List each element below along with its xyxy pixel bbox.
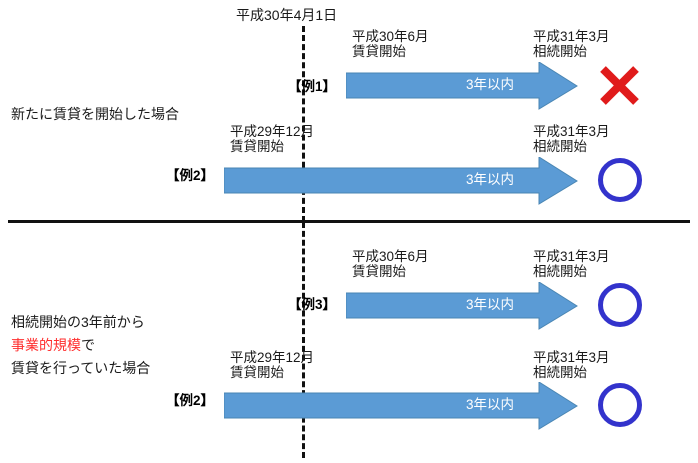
circle-mark <box>598 158 642 202</box>
row-1-end-label-line2: 相続開始 <box>533 44 587 59</box>
section-business-scale-caption-line1: 相続開始の3年前から <box>11 314 145 330</box>
business-scale-emphasis-tail: で <box>81 337 95 353</box>
row-1-start-label-line2: 賃貸開始 <box>352 44 406 59</box>
row-1-end-label-line1: 平成31年3月 <box>533 29 610 44</box>
business-scale-emphasis: 事業的規模 <box>11 337 81 353</box>
row-4-end-label-line2: 相続開始 <box>533 365 587 380</box>
row-2-duration-arrow <box>224 157 578 205</box>
section-divider <box>8 220 690 223</box>
row-4-start-label-line1: 平成29年12月 <box>230 350 315 365</box>
row-4-duration-arrow <box>224 382 578 430</box>
row-1-case-label: 【例1】 <box>288 79 337 94</box>
row-3-start-label-line2: 賃貸開始 <box>352 264 406 279</box>
row-4-duration-label: 3年以内 <box>466 397 515 412</box>
row-4-case-label: 【例2】 <box>166 393 215 408</box>
row-1-start-label-line1: 平成30年6月 <box>352 29 429 44</box>
section-business-scale-caption-line3: 賃貸を行っていた場合 <box>11 360 151 376</box>
circle-mark <box>598 283 642 327</box>
row-3-case-label: 【例3】 <box>288 297 337 312</box>
reference-dashed-line-bottom <box>302 222 305 458</box>
reference-dashed-line-top <box>302 26 305 222</box>
row-1-duration-label: 3年以内 <box>466 77 515 92</box>
row-3-duration-arrow <box>346 282 578 330</box>
row-4-start-label-line2: 賃貸開始 <box>230 365 284 380</box>
row-4-end-label-line1: 平成31年3月 <box>533 350 610 365</box>
section-business-scale-caption-line2: 事業的規模で <box>11 334 95 357</box>
circle-mark <box>598 383 642 427</box>
row-2-case-label: 【例2】 <box>166 168 215 183</box>
row-2-end-label-line2: 相続開始 <box>533 139 587 154</box>
row-2-duration-label: 3年以内 <box>466 172 515 187</box>
row-3-duration-label: 3年以内 <box>466 297 515 312</box>
row-3-start-label-line1: 平成30年6月 <box>352 249 429 264</box>
reference-date-label: 平成30年4月1日 <box>236 7 338 23</box>
row-1-duration-arrow <box>346 62 578 110</box>
row-2-start-label-line2: 賃貸開始 <box>230 139 284 154</box>
row-3-end-label-line1: 平成31年3月 <box>533 249 610 264</box>
row-2-end-label-line1: 平成31年3月 <box>533 124 610 139</box>
row-2-start-label-line1: 平成29年12月 <box>230 124 315 139</box>
row-3-end-label-line2: 相続開始 <box>533 264 587 279</box>
cross-mark <box>600 66 639 105</box>
section-new-rental-caption: 新たに賃貸を開始した場合 <box>11 106 179 122</box>
